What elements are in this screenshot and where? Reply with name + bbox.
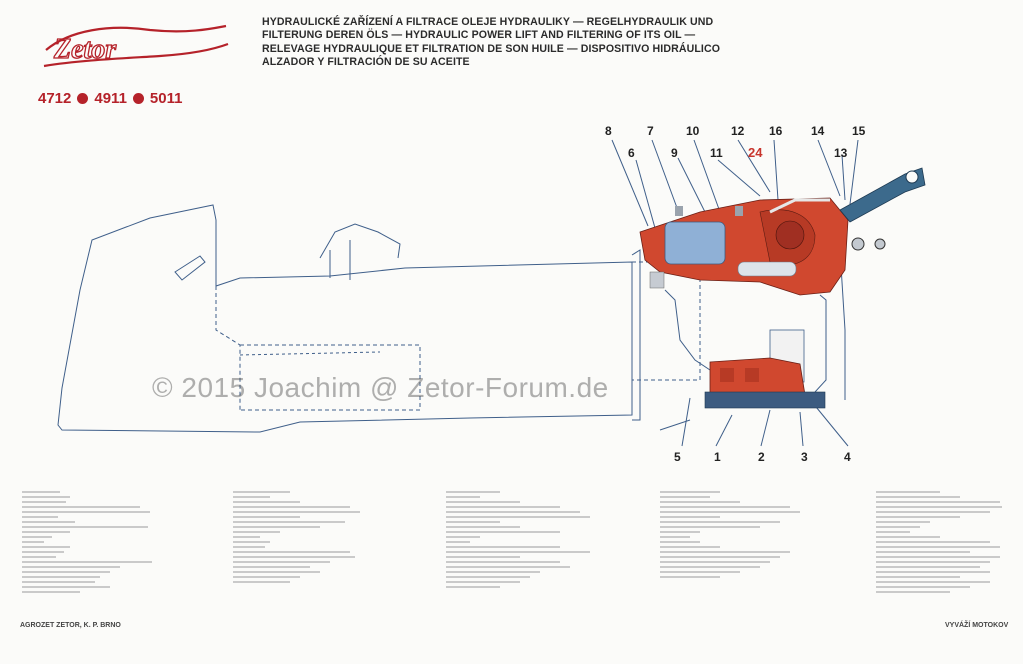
return-pipe	[814, 294, 827, 393]
filter-cartridge	[664, 221, 726, 265]
callout-13: 13	[834, 146, 848, 160]
lifting-arm	[839, 167, 926, 251]
callout-12: 12	[731, 124, 745, 138]
callout-24: 24	[748, 145, 763, 160]
lift-housing	[639, 197, 849, 296]
legend-column-de	[233, 491, 360, 583]
model-4712: 4712	[38, 90, 72, 107]
callout-11: 11	[710, 146, 723, 160]
legend-columns	[22, 491, 1002, 593]
legend-column-en	[446, 491, 590, 588]
brand-wordmark: Zetor	[53, 34, 117, 65]
title-line: RELEVAGE HYDRAULIQUE ET FILTRATION DE SO…	[262, 42, 721, 55]
callout-14: 14	[811, 124, 825, 138]
legend-column-es	[876, 491, 1002, 593]
hydraulic-diagram	[57, 139, 926, 447]
footer-publisher: AGROZET ZETOR, K. P. BRNO	[20, 622, 121, 629]
callout-2: 2	[758, 450, 765, 464]
filler-neck	[319, 223, 401, 280]
gearbox-outline	[631, 249, 641, 421]
model-list: 4712 4911 5011	[38, 90, 182, 107]
callout-10: 10	[686, 124, 700, 138]
watermark: © 2015 Joachim @ Zetor-Forum.de	[152, 372, 609, 403]
model-4911: 4911	[94, 90, 127, 107]
callout-7: 7	[647, 124, 654, 138]
title-line: HYDRAULICKÉ ZAŘÍZENÍ A FILTRACE OLEJE HY…	[262, 16, 714, 28]
engine-outline	[57, 204, 633, 433]
title-line: FILTERUNG DEREN ÖLS — HYDRAULIC POWER LI…	[262, 29, 696, 42]
callout-3: 3	[801, 450, 808, 464]
bullet-dot	[77, 93, 89, 104]
model-5011: 5011	[149, 90, 183, 107]
legend-column-cz	[22, 491, 152, 593]
pressure-pipe	[664, 289, 711, 371]
callout-6: 6	[628, 146, 635, 160]
title-line: ALZADOR Y FILTRACIÓN DE SU ACEITE	[262, 56, 470, 69]
callout-4: 4	[844, 450, 851, 464]
zetor-logo: Zetor	[43, 24, 229, 68]
callout-15: 15	[852, 124, 866, 138]
bullet-dot	[132, 93, 144, 104]
callout-16: 16	[769, 124, 783, 138]
page-title: HYDRAULICKÉ ZAŘÍZENÍ A FILTRACE OLEJE HY…	[262, 16, 802, 70]
callout-1: 1	[714, 450, 721, 464]
control-valve	[704, 329, 826, 409]
footer-exporter: VYVÁŽÍ MOTOKOV	[945, 622, 1009, 629]
callout-8: 8	[605, 124, 612, 138]
callout-5: 5	[674, 450, 681, 464]
legend-column-fr	[660, 491, 800, 578]
callout-9: 9	[671, 146, 678, 160]
